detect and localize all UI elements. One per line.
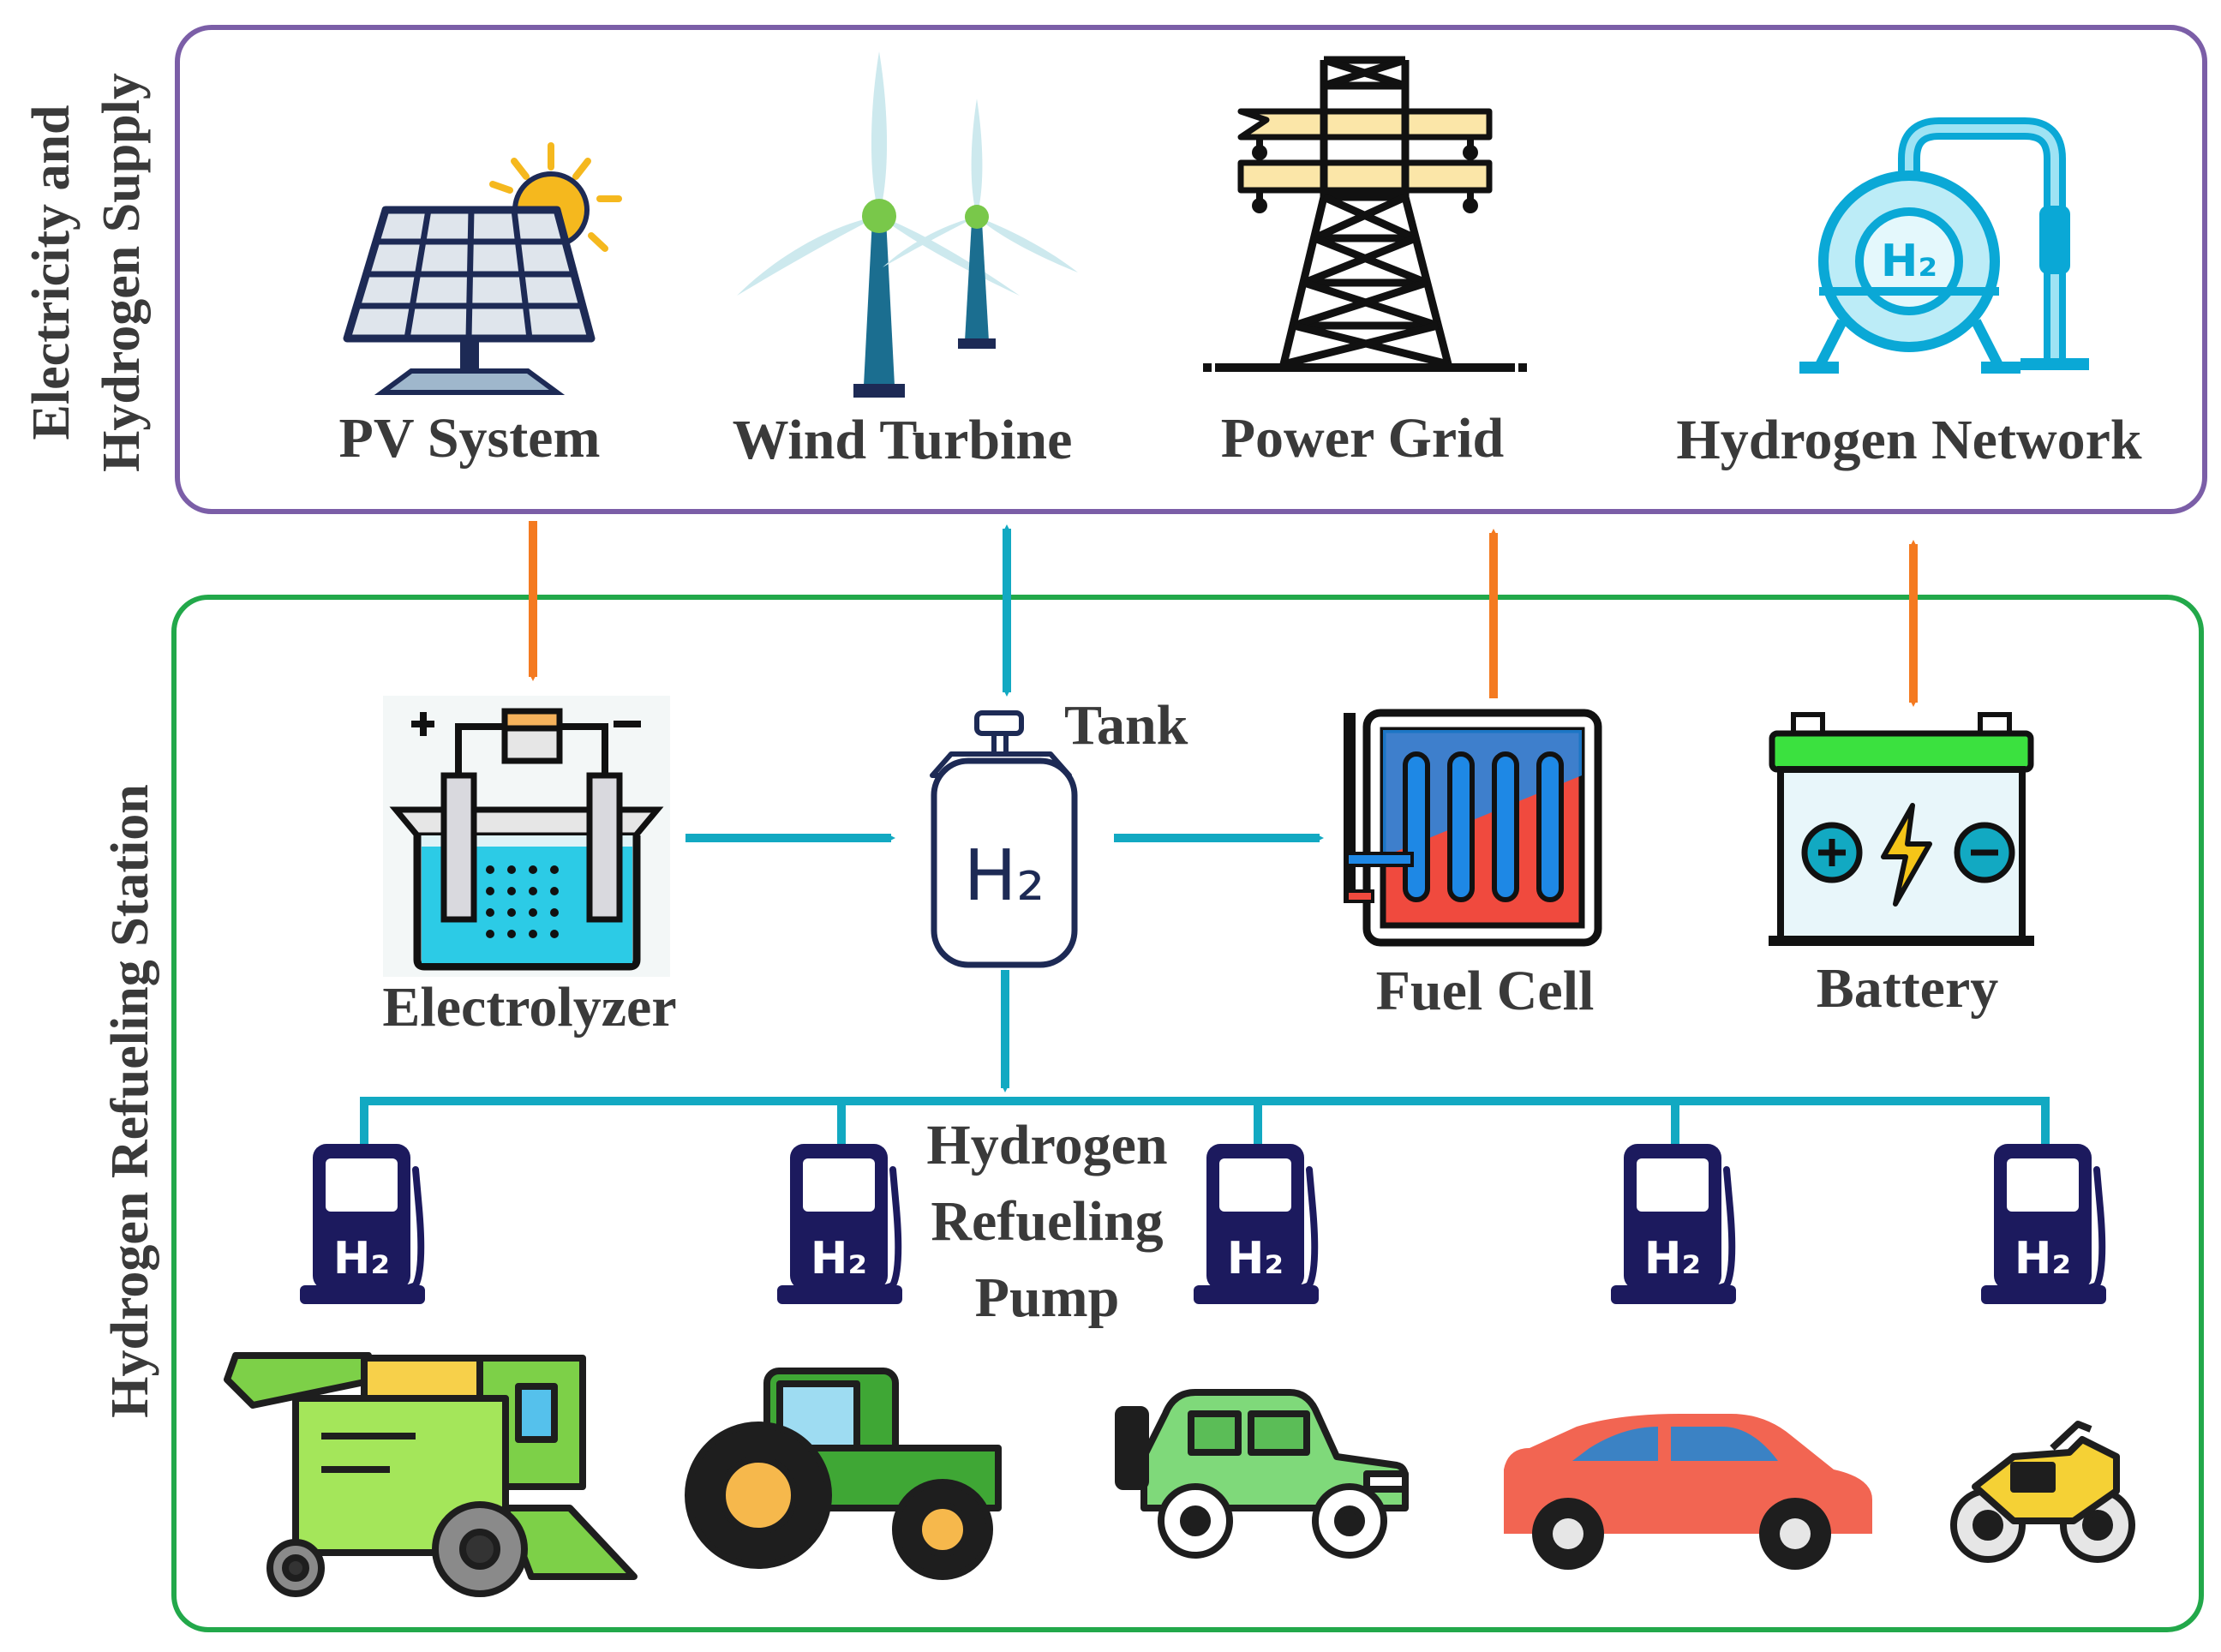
pump-h2-symbol: H₂ [333,1233,390,1284]
pump-label-line3: Pump [975,1266,1120,1329]
pump-h2-symbol: H₂ [1227,1233,1284,1284]
suv-icon [1115,1389,1409,1559]
car-icon [1504,1414,1872,1570]
supply-title-line2: Hydrogen Supply [93,73,151,472]
transmission-tower-icon [1203,56,1527,372]
station-title: Hydrogen Refueling Station [101,784,159,1417]
component-electrolyzer-label: Electrolyzer [382,976,676,1038]
hydrogen-tank-icon: H₂ [1799,117,2089,374]
component-battery-label: Battery [1817,957,1999,1020]
supply-item-pv-system: PV System [339,407,601,470]
tractor-icon [685,1368,1002,1580]
hydrogen-pump-5: H₂ [1981,1144,2106,1304]
hydrogen-pump-2: H₂ [777,1144,902,1304]
component-tank-label: Tank [1064,694,1188,757]
svg-text:H₂: H₂ [1881,236,1937,287]
supply-item-power-grid: Power Grid [1221,407,1505,470]
component-fuel-cell-label: Fuel Cell [1376,960,1595,1022]
fuel-cell-icon [1344,709,1602,947]
combine-harvester-icon [224,1352,638,1597]
hydrogen-pump-3: H₂ [1194,1144,1319,1304]
pump-h2-symbol: H₂ [811,1233,867,1284]
station-section-box [171,595,2204,1632]
motorcycle-icon [1950,1421,2135,1563]
supply-section-box [175,25,2207,514]
solar-panel-icon [343,142,622,395]
supply-title-line1: Electricity and [22,105,81,440]
hydrogen-pump-4: H₂ [1611,1144,1736,1304]
pump-h2-symbol: H₂ [2014,1233,2071,1284]
pump-h2-symbol: H₂ [1644,1233,1701,1284]
hydrogen-tank-cylinder-icon: H₂ [930,710,1078,968]
wind-turbine-icon [737,51,1078,398]
electrolyzer-icon [383,696,670,977]
pump-distribution-pipe [360,1097,2050,1144]
pump-label-line1: Hydrogen [926,1114,1167,1176]
pump-label-line2: Refueling [931,1190,1163,1253]
tank-h2-symbol: H₂ [964,835,1045,917]
battery-icon [1769,712,2034,946]
supply-item-wind-turbine: Wind Turbine [733,409,1073,471]
supply-item-hydrogen-network: Hydrogen Network [1676,409,2142,471]
hydrogen-pump-1: H₂ [300,1144,425,1304]
